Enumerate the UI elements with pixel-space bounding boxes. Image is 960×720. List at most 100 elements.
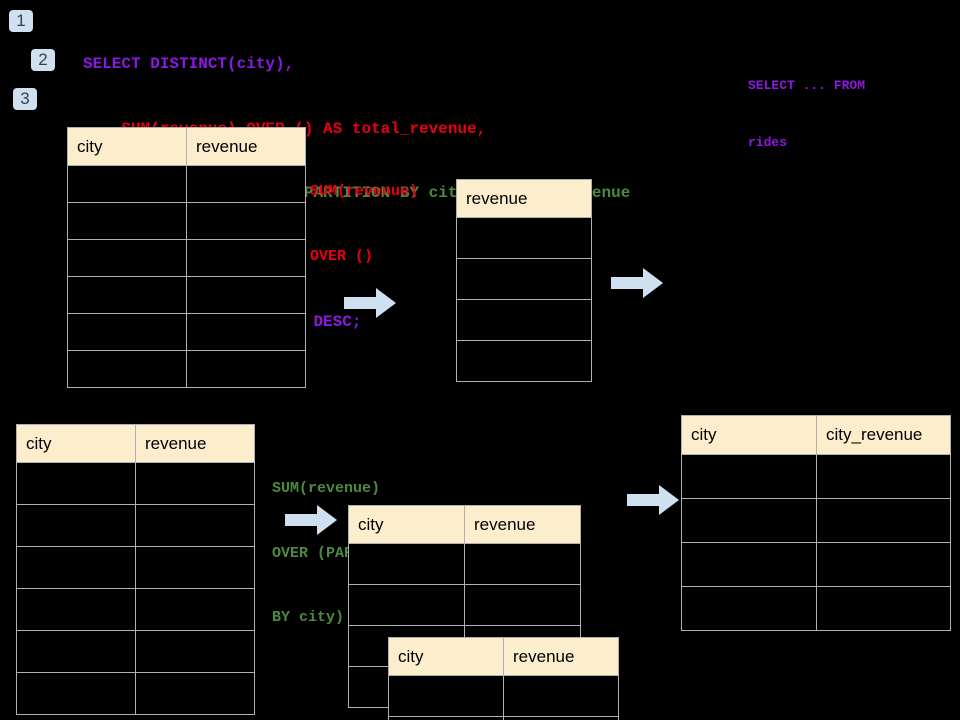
table-row [388,716,619,720]
column-header-city: city [67,127,187,166]
arrow-total-to-result [611,268,663,298]
table-cell [186,313,306,351]
table-cell [67,313,187,351]
column-header-revenue: revenue [464,505,581,544]
table-cell [681,498,817,543]
table-row [16,504,255,547]
table-cell [16,588,136,631]
table-row [681,498,951,543]
table-header-row: city revenue [388,637,619,676]
step-badge-1: 1 [9,10,33,32]
table-cell [135,546,255,589]
column-header-revenue: revenue [186,127,306,166]
table-cell [186,165,306,203]
table-cell [135,630,255,673]
table-cell [816,454,951,499]
table-row [456,217,592,259]
side-note-line-1: SELECT ... FROM [748,78,866,93]
table-cell [456,258,592,300]
rides-source-table-top: city revenue [67,127,306,388]
table-row [348,543,581,585]
table-header-row: revenue [456,179,592,218]
table-cell [464,584,581,626]
table-cell [816,586,951,631]
step-badge-3: 3 [13,88,37,110]
table-row [456,340,592,382]
table-header-row: city revenue [348,505,581,544]
table-row [681,454,951,499]
table-row [67,350,306,388]
table-row [456,299,592,341]
table-cell [816,498,951,543]
table-cell [16,546,136,589]
table-header-row: city revenue [16,424,255,463]
table-cell [16,462,136,505]
table-cell [16,630,136,673]
table-header-row: city revenue [67,127,306,166]
table-cell [388,675,504,717]
rides-source-table-bottom: city revenue [16,424,255,715]
table-row [67,165,306,203]
table-cell [681,542,817,587]
annotation-total-revenue-line-1: SUM(revenue) [310,183,419,200]
table-cell [816,542,951,587]
table-row [16,630,255,673]
column-header-city: city [681,415,817,455]
table-row [16,462,255,505]
column-header-city: city [16,424,136,463]
table-cell [186,202,306,240]
table-row [67,313,306,351]
column-header-city: city [348,505,465,544]
column-header-revenue: revenue [503,637,619,676]
table-row [456,258,592,300]
table-cell [456,299,592,341]
table-row [681,586,951,631]
table-cell [681,586,817,631]
table-cell [456,340,592,382]
arrow-source-to-total [344,288,396,318]
table-cell [456,217,592,259]
table-row [67,202,306,240]
table-cell [348,543,465,585]
table-cell [464,543,581,585]
table-row [16,672,255,715]
table-row [388,675,619,717]
table-cell [186,350,306,388]
partition-group-table-front: city revenue [388,637,619,720]
table-cell [135,672,255,715]
table-row [16,588,255,631]
sql-line-select: SELECT DISTINCT(city), [83,55,295,73]
arrow-partition-to-result [627,485,679,515]
table-row [348,584,581,626]
table-row [681,542,951,587]
annotation-city-revenue-line-3: BY city) [272,609,345,626]
annotation-total-revenue-line-2: OVER () [310,247,374,265]
table-cell [67,239,187,277]
step-badge-2: 2 [31,49,55,71]
table-cell [348,584,465,626]
table-cell [388,716,504,720]
table-cell [67,202,187,240]
table-cell [67,276,187,314]
table-cell [16,504,136,547]
column-header-city-revenue: city_revenue [816,415,951,455]
arrow-source-to-partition [285,505,337,535]
table-cell [186,276,306,314]
table-row [16,546,255,589]
table-cell [67,165,187,203]
side-note-line-2: rides [748,135,788,150]
annotation-total-revenue: SUM(revenue) OVER () [310,138,418,310]
column-header-city: city [388,637,504,676]
table-cell [67,350,187,388]
table-cell [503,675,619,717]
side-note-select-from: SELECT ... FROM rides [748,38,865,190]
table-row [67,239,306,277]
column-header-revenue: revenue [135,424,255,463]
table-header-row: city city_revenue [681,415,951,455]
table-cell [135,504,255,547]
table-cell [135,462,255,505]
table-cell [186,239,306,277]
table-cell [16,672,136,715]
table-cell [681,454,817,499]
table-cell [503,716,619,720]
